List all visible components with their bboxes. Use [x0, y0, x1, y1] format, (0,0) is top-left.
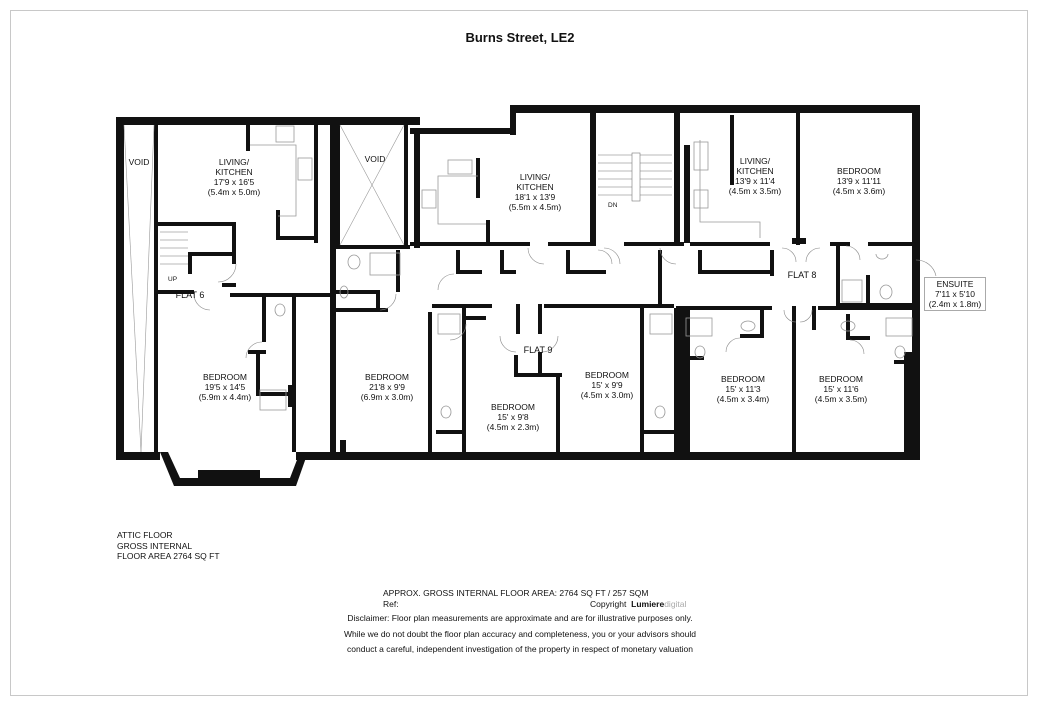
- room-label-void-left: VOID: [128, 157, 150, 167]
- disclaimer-line-3: conduct a careful, independent investiga…: [347, 644, 693, 654]
- floor-info: ATTIC FLOOR GROSS INTERNAL FLOOR AREA 27…: [117, 530, 220, 562]
- copyright-label: Copyright: [590, 599, 627, 609]
- page-title: Burns Street, LE2: [465, 30, 575, 45]
- disclaimer-line-1: Disclaimer: Floor plan measurements are …: [347, 613, 693, 623]
- stairs-down-label: DN: [608, 202, 618, 209]
- flat-label-6: FLAT 6: [175, 290, 205, 300]
- stairs-up-label: UP: [168, 276, 178, 283]
- footer-area: APPROX. GROSS INTERNAL FLOOR AREA: 2764 …: [383, 588, 649, 598]
- brand-name: Lumiere: [631, 599, 665, 609]
- page-frame: [10, 10, 1028, 696]
- brand-suffix: digital: [664, 599, 687, 609]
- room-label-void-middle: VOID: [364, 154, 386, 164]
- floor-area-caption: GROSS INTERNAL: [117, 540, 193, 551]
- disclaimer-line-2: While we do not doubt the floor plan acc…: [343, 629, 696, 639]
- floor-name: ATTIC FLOOR: [117, 530, 173, 540]
- footer-copyright: Copyright Lumieredigital: [590, 599, 686, 611]
- flat-label-9: FLAT 9: [523, 345, 553, 355]
- floor-area-value: FLOOR AREA 2764 SQ FT: [117, 551, 220, 561]
- room-label-ensuite: ENSUITE 7'11 x 5'10 (2.4m x 1.8m): [924, 277, 986, 311]
- flat-label-8: FLAT 8: [787, 270, 817, 280]
- footer-ref: Ref:: [383, 599, 399, 609]
